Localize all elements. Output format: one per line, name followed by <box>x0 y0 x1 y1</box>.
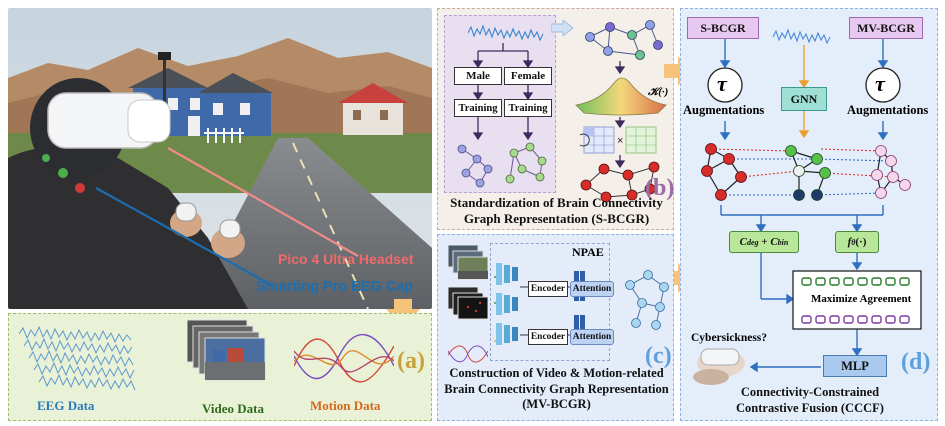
panel-c-caption-line2: Brain Connectivity Graph Representation <box>444 381 669 396</box>
motion-data-label: Motion Data <box>310 398 381 413</box>
panel-d-cccf: S-BCGR MV-BCGR τ τ Augmentations Augment… <box>680 8 938 421</box>
panel-a-letter: (a) <box>397 348 425 374</box>
tau-left-icon: τ <box>717 71 727 96</box>
female-box: Female <box>504 67 552 85</box>
eeg-waves-illustration <box>19 325 136 391</box>
training-box-female: Training <box>504 99 552 117</box>
kernel-label: 𝒦(·) <box>648 86 669 98</box>
cccf-connector-lines <box>693 28 922 385</box>
panel-d-caption-line1: Connectivity-Constrained <box>740 385 880 399</box>
panel-d-caption-line2: Contrastive Fusion (CCCF) <box>736 400 884 415</box>
panel-b-caption: Standardization of Brain Connectivity Gr… <box>438 195 675 227</box>
attention-box-bottom: Attention <box>570 329 614 345</box>
cybersick-user-icon <box>693 348 745 385</box>
motion-waves-illustration <box>294 334 394 383</box>
panel-c-letter: (c) <box>645 343 672 369</box>
mvbcgr-input-box: MV-BCGR <box>849 17 923 39</box>
headset-pointer-line <box>167 147 359 257</box>
panel-d-letter: (d) <box>901 349 931 375</box>
panel-b-letter: (b) <box>645 175 675 201</box>
eeg-data-label: EEG Data <box>37 398 95 413</box>
panel-c-mvbcgr: NPAE <box>437 234 674 421</box>
panel-b-caption-line1: Standardization of Brain Connectivity <box>450 195 663 210</box>
panel-c-caption: Construction of Video & Motion-related B… <box>438 366 675 413</box>
mvbcgr-output-graph <box>625 270 669 330</box>
vr-scene-illustration <box>8 8 432 309</box>
vr-scene-photo: Pico 4 Ultra Headset Smarting Pro EEG Ca… <box>8 8 432 309</box>
npae-network-graphic <box>494 263 607 345</box>
cbin-subscript: bin <box>777 237 789 247</box>
eeg-strip-icon <box>468 24 544 42</box>
encoder-box-top: Encoder <box>528 281 568 297</box>
svg-text:×: × <box>617 135 623 147</box>
maximize-agreement-label: Maximize Agreement <box>811 293 912 305</box>
cap-pointer-line <box>95 187 274 287</box>
blue-house-2 <box>198 73 273 136</box>
gnn-box: GNN <box>781 87 827 111</box>
f-symbol: f <box>847 236 852 248</box>
panel-d-caption: Connectivity-Constrained Contrastive Fus… <box>681 385 939 416</box>
augmentations-left-label: Augmentations <box>683 103 765 117</box>
cdeg-subscript: deg <box>746 237 759 247</box>
panel-c-caption-line1: Construction of Video & Motion-related <box>449 366 664 380</box>
sbcgr-flow-arrows <box>472 43 534 141</box>
red-house <box>338 83 408 135</box>
panel-c-caption-line3: (MV-BCGR) <box>522 397 591 411</box>
f-argument: (·) <box>855 236 867 248</box>
attention-box-top: Attention <box>570 281 614 297</box>
eeg-cap-label: Smarting Pro EEG Cap <box>256 279 414 295</box>
cbin-symbol: C <box>770 236 778 248</box>
gender-graphs-icon <box>457 142 547 188</box>
video-frame-thumbnails <box>448 245 488 280</box>
tau-right-icon: τ <box>875 71 885 96</box>
sbcgr-input-box: S-BCGR <box>687 17 759 39</box>
standardization-process-graphic: × <box>575 20 667 203</box>
mlp-box: MLP <box>823 355 887 377</box>
panel-a-data-collection: EEG Data Video Data Motion Data (a) <box>8 313 432 421</box>
motion-wave-thumbnail <box>448 345 488 363</box>
video-frames-illustration <box>187 319 266 381</box>
augmentations-right-label: Augmentations <box>847 103 929 117</box>
right-arrow-small <box>551 20 573 36</box>
training-box-male: Training <box>454 99 502 117</box>
encoder-box-bottom: Encoder <box>528 329 568 345</box>
panel-b-sbcgr: Male Female Training Training <box>437 8 674 230</box>
cybersickness-label: Cybersickness? <box>691 332 768 344</box>
headset-label: Pico 4 Ultra Headset <box>278 251 414 267</box>
theta-subscript: θ <box>851 237 856 247</box>
cdeg-symbol: C <box>739 236 747 248</box>
person-body <box>8 146 248 309</box>
video-data-label: Video Data <box>202 401 264 416</box>
plus-sign: + <box>758 236 771 248</box>
npae-box <box>490 243 610 361</box>
panel-b-caption-line2: Graph Representation (S-BCGR) <box>463 211 650 226</box>
dark-feature-thumbnails <box>448 287 488 320</box>
male-box: Male <box>454 67 502 85</box>
npae-label: NPAE <box>572 245 604 259</box>
